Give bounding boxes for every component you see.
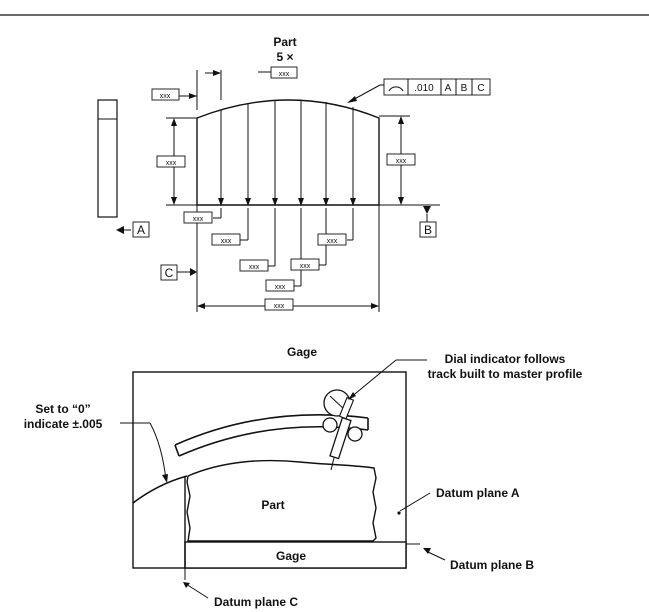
datum-a-triangle — [116, 226, 124, 234]
dim-box-overall — [264, 298, 294, 311]
dim-label-left-height: xxx — [166, 160, 177, 167]
dim-box-base-6 — [265, 279, 295, 292]
dim-label-base-3: xxx — [249, 264, 260, 271]
datum-c-letter: C — [165, 266, 174, 280]
arrow-head — [162, 474, 168, 483]
gage-base-plate — [184, 541, 407, 569]
dim-box-right-height — [386, 153, 416, 166]
master-profile-curve — [132, 475, 188, 504]
datum-plane-c-label: Datum plane C — [214, 595, 298, 609]
dim-box-left-top — [151, 88, 180, 101]
dim-label-overall: xxx — [274, 303, 285, 310]
arrow-head — [347, 96, 357, 103]
part-in-gage — [186, 459, 377, 542]
dim-label-base-5: xxx — [327, 238, 338, 245]
dim-box-base-3 — [239, 259, 269, 272]
gage-base-label: Gage — [276, 549, 306, 563]
fcf-datum-c: C — [477, 83, 484, 94]
dim-label-base-1: xxx — [193, 216, 204, 223]
fcf-datum-a: A — [445, 83, 452, 94]
set-zero-leader-curve — [149, 422, 167, 481]
dim-label-top: xxx — [279, 71, 290, 78]
datum-plane-b-leader — [427, 551, 446, 561]
arrow-head — [423, 548, 431, 554]
part-drawing: Part 5 × xxx A xxx — [97, 35, 491, 312]
arrow-head — [213, 70, 221, 76]
fcf-tolerance: .010 — [414, 83, 434, 94]
dim-box-left-height — [156, 155, 186, 168]
dim-box-base-5 — [317, 233, 347, 246]
arrow-head — [189, 93, 197, 99]
dim-label-base-6: xxx — [275, 284, 286, 291]
dim-box-base-4 — [290, 258, 320, 271]
datum-c-triangle — [190, 268, 197, 276]
track-end-left — [174, 444, 180, 457]
profile-of-surface-icon — [388, 86, 404, 92]
arrow-head — [171, 197, 177, 205]
dim-box-base-2 — [211, 233, 241, 246]
fcf-datum-b: B — [461, 83, 468, 94]
measure-arrows — [218, 100, 356, 206]
set-zero-line1: Set to “0” — [35, 402, 90, 416]
arrow-head — [398, 197, 404, 205]
datum-b-letter: B — [424, 223, 432, 237]
part-body — [196, 99, 380, 206]
datum-b-box — [419, 221, 437, 238]
dim-label-base-4: xxx — [300, 263, 311, 270]
gage-drawing: Gage Gage Part Dial indic — [24, 345, 583, 609]
dim-label-base-2: xxx — [221, 238, 232, 245]
datum-a-letter: A — [137, 223, 145, 237]
arrow-head — [197, 303, 205, 309]
arrow-head — [183, 582, 190, 588]
datum-plane-a-leader — [399, 492, 431, 512]
dial-indicator — [322, 389, 363, 471]
dial-callout-line2: track built to master profile — [428, 367, 583, 381]
part-side-view — [97, 99, 118, 218]
set-zero-line2: indicate ±.005 — [24, 417, 103, 431]
baseline-dim-leaders — [213, 208, 354, 287]
arrow-head — [171, 118, 177, 126]
arrow-head — [398, 116, 404, 124]
datum-plane-c-leader — [185, 583, 209, 599]
dial-callout-leader-2 — [349, 359, 397, 399]
arrow-head — [348, 392, 356, 400]
gage-title: Gage — [287, 345, 317, 359]
dim-label-left-top: xxx — [160, 93, 171, 100]
gage-part-label: Part — [261, 498, 284, 512]
dial-callout-line1: Dial indicator follows — [445, 352, 566, 366]
arrow-head — [371, 303, 379, 309]
feature-control-frame — [383, 78, 491, 96]
part-count: 5 × — [276, 50, 293, 64]
datum-plane-a-label: Datum plane A — [436, 486, 520, 500]
dim-label-right-height: xxx — [396, 158, 407, 165]
part-title: Part — [273, 35, 296, 49]
datum-a-box — [132, 221, 150, 238]
dim-box-base-1 — [183, 211, 213, 224]
datum-b-triangle — [423, 206, 431, 214]
datum-plane-b-label: Datum plane B — [450, 558, 534, 572]
datum-plane-a-dot — [397, 511, 401, 515]
